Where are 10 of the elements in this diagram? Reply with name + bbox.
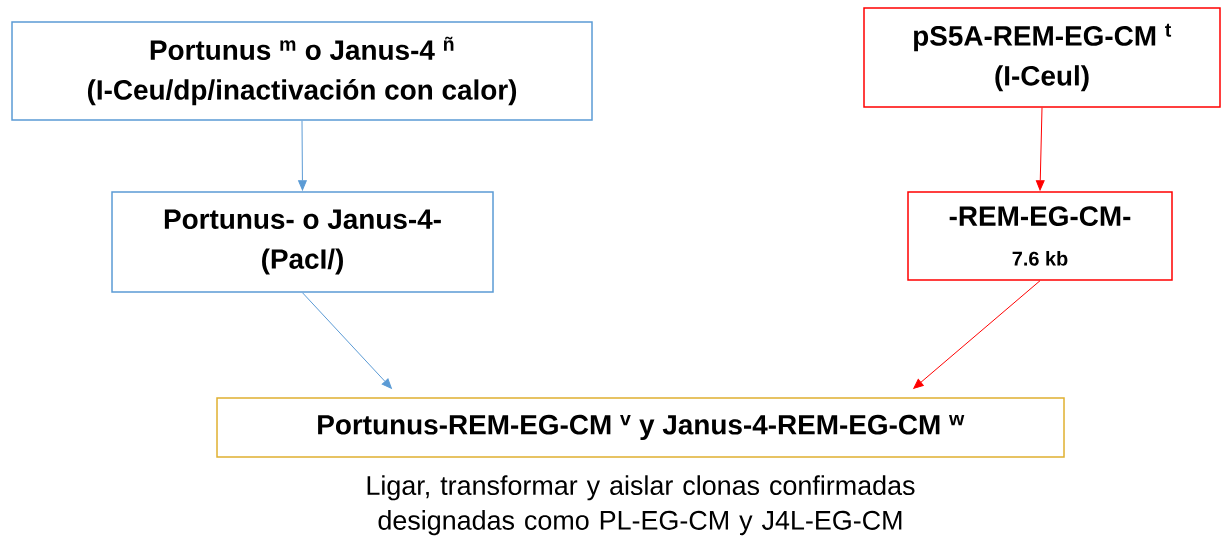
- process-box: -REM-EG-CM- 7.6 kb: [907, 191, 1173, 281]
- caption-text: Ligar, transformar y aislar clonas confirmadas designadas como PL-EG-CM y J4L-EG-CM: [367, 475, 915, 536]
- arrow: [302, 292, 392, 389]
- process-box: Portunus $^{m}$ o Janus-4 $^{ñ}$ (I-Ceu/dp/inactivación con calor): [11, 21, 593, 121]
- arrow: [913, 280, 1041, 389]
- arrow: [298, 120, 307, 191]
- process-box: pS5A-REM-EG-CM $^{t}$ (I-Ceul): [863, 7, 1221, 108]
- process-box: Portunus- o Janus-4- (PacI/): [111, 191, 494, 293]
- arrow: [1035, 107, 1045, 191]
- process-box: Portunus-REM-EG-CM $^{v}$ y Janus-4-REM-EG-CM $^{w}$: [216, 397, 1065, 458]
